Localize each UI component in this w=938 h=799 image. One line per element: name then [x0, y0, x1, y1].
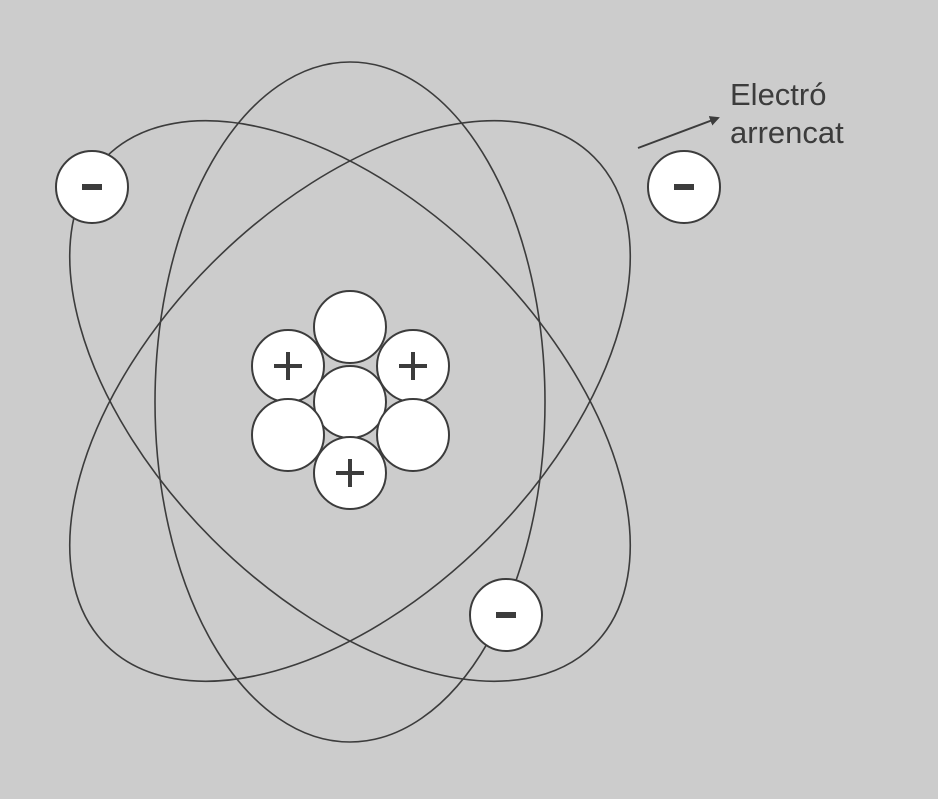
minus-sign: [496, 612, 516, 618]
orbit-vertical: [154, 61, 546, 743]
nucleus: [251, 290, 450, 510]
removed-electron: [647, 150, 721, 224]
electrons: [55, 150, 721, 652]
electron: [55, 150, 129, 224]
neutron: [376, 398, 450, 472]
proton: [313, 436, 387, 510]
orbit-tilted-right: [68, 119, 632, 683]
proton: [251, 329, 325, 403]
label-line-2: arrencat: [730, 115, 844, 150]
minus-sign: [82, 184, 102, 190]
plus-sign: [274, 352, 302, 380]
plus-sign: [399, 352, 427, 380]
neutron: [251, 398, 325, 472]
electron: [469, 578, 543, 652]
minus-sign: [674, 184, 694, 190]
plus-sign: [336, 459, 364, 487]
neutron: [313, 290, 387, 364]
removed-electron-label: Electró arrencat: [730, 76, 844, 152]
proton: [376, 329, 450, 403]
label-line-1: Electró: [730, 77, 827, 112]
arrow-icon: [637, 116, 720, 149]
neutron: [313, 365, 387, 439]
